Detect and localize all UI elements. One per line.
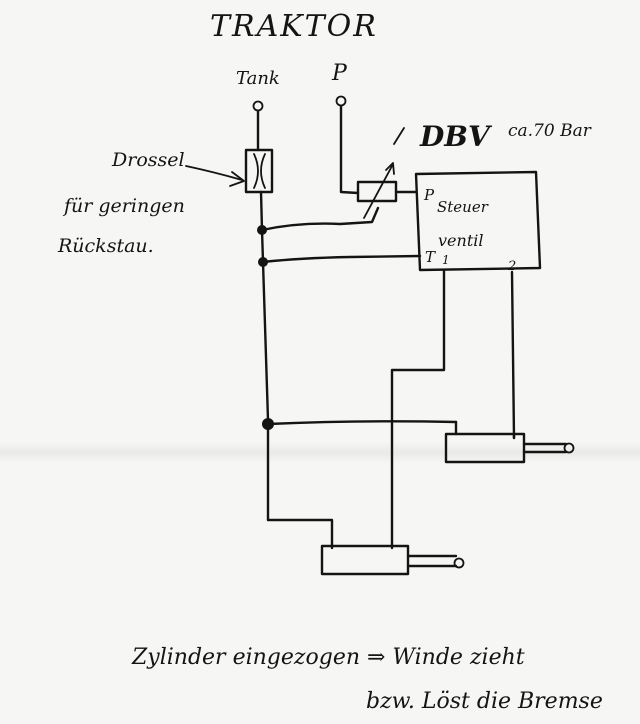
throttle-curve-right [260,153,266,189]
drossel-arrow-line [185,165,243,181]
dbv-label: DBV [419,120,493,153]
dbv-pointer [393,127,405,145]
return-to-lower-cylinder [266,518,334,550]
control-valve-box [414,170,542,272]
drossel-note-line2: Rückstau. [57,235,154,257]
upper-cylinder-body [444,432,526,464]
pressure-line [339,104,360,195]
throttle-curve-left [253,153,259,189]
dbv-adjust-arrow [363,165,393,219]
pressure-port [335,95,347,107]
drossel-note-line1: für geringen [62,195,185,217]
return-line-main [259,190,270,522]
drossel-label: Drossel [111,149,185,171]
pressure-label: P [331,61,348,86]
diagram-title: TRAKTOR [210,9,378,44]
lower-cylinder-body [320,544,410,576]
valve-port-1-label: 1 [442,253,450,267]
tank-to-valve-line [261,254,422,264]
note-line1: Zylinder eingezogen ⇒ Winde zieht [131,645,525,670]
port1-line [390,268,446,550]
port2-line [510,270,516,440]
valve-name-line1: Steuer [437,198,489,216]
tank-label: Tank [236,68,280,89]
dbv-return-line [260,206,380,232]
dbv-pressure-label: ca.70 Bar [508,121,592,141]
dbv-adjust-arrow-head [385,162,395,175]
lower-cylinder-rod-eye [453,557,465,569]
tank-port [252,100,264,112]
upper-cylinder-rod [522,442,568,454]
note-line2: bzw. Löst die Bremse [366,689,603,714]
dbv-body [356,180,398,203]
upper-cylinder-rod-eye [563,442,575,454]
throttle-body [244,148,274,194]
valve-port-t-label: T [425,248,436,266]
drossel-arrow-head [229,171,245,187]
lower-cylinder-rod [406,554,458,568]
valve-name-line2: ventil [438,231,483,250]
junction3-to-cylinder-line [266,420,458,426]
valve-port-2-label: 2 [507,259,516,274]
valve-port-p-label: P [423,186,435,204]
